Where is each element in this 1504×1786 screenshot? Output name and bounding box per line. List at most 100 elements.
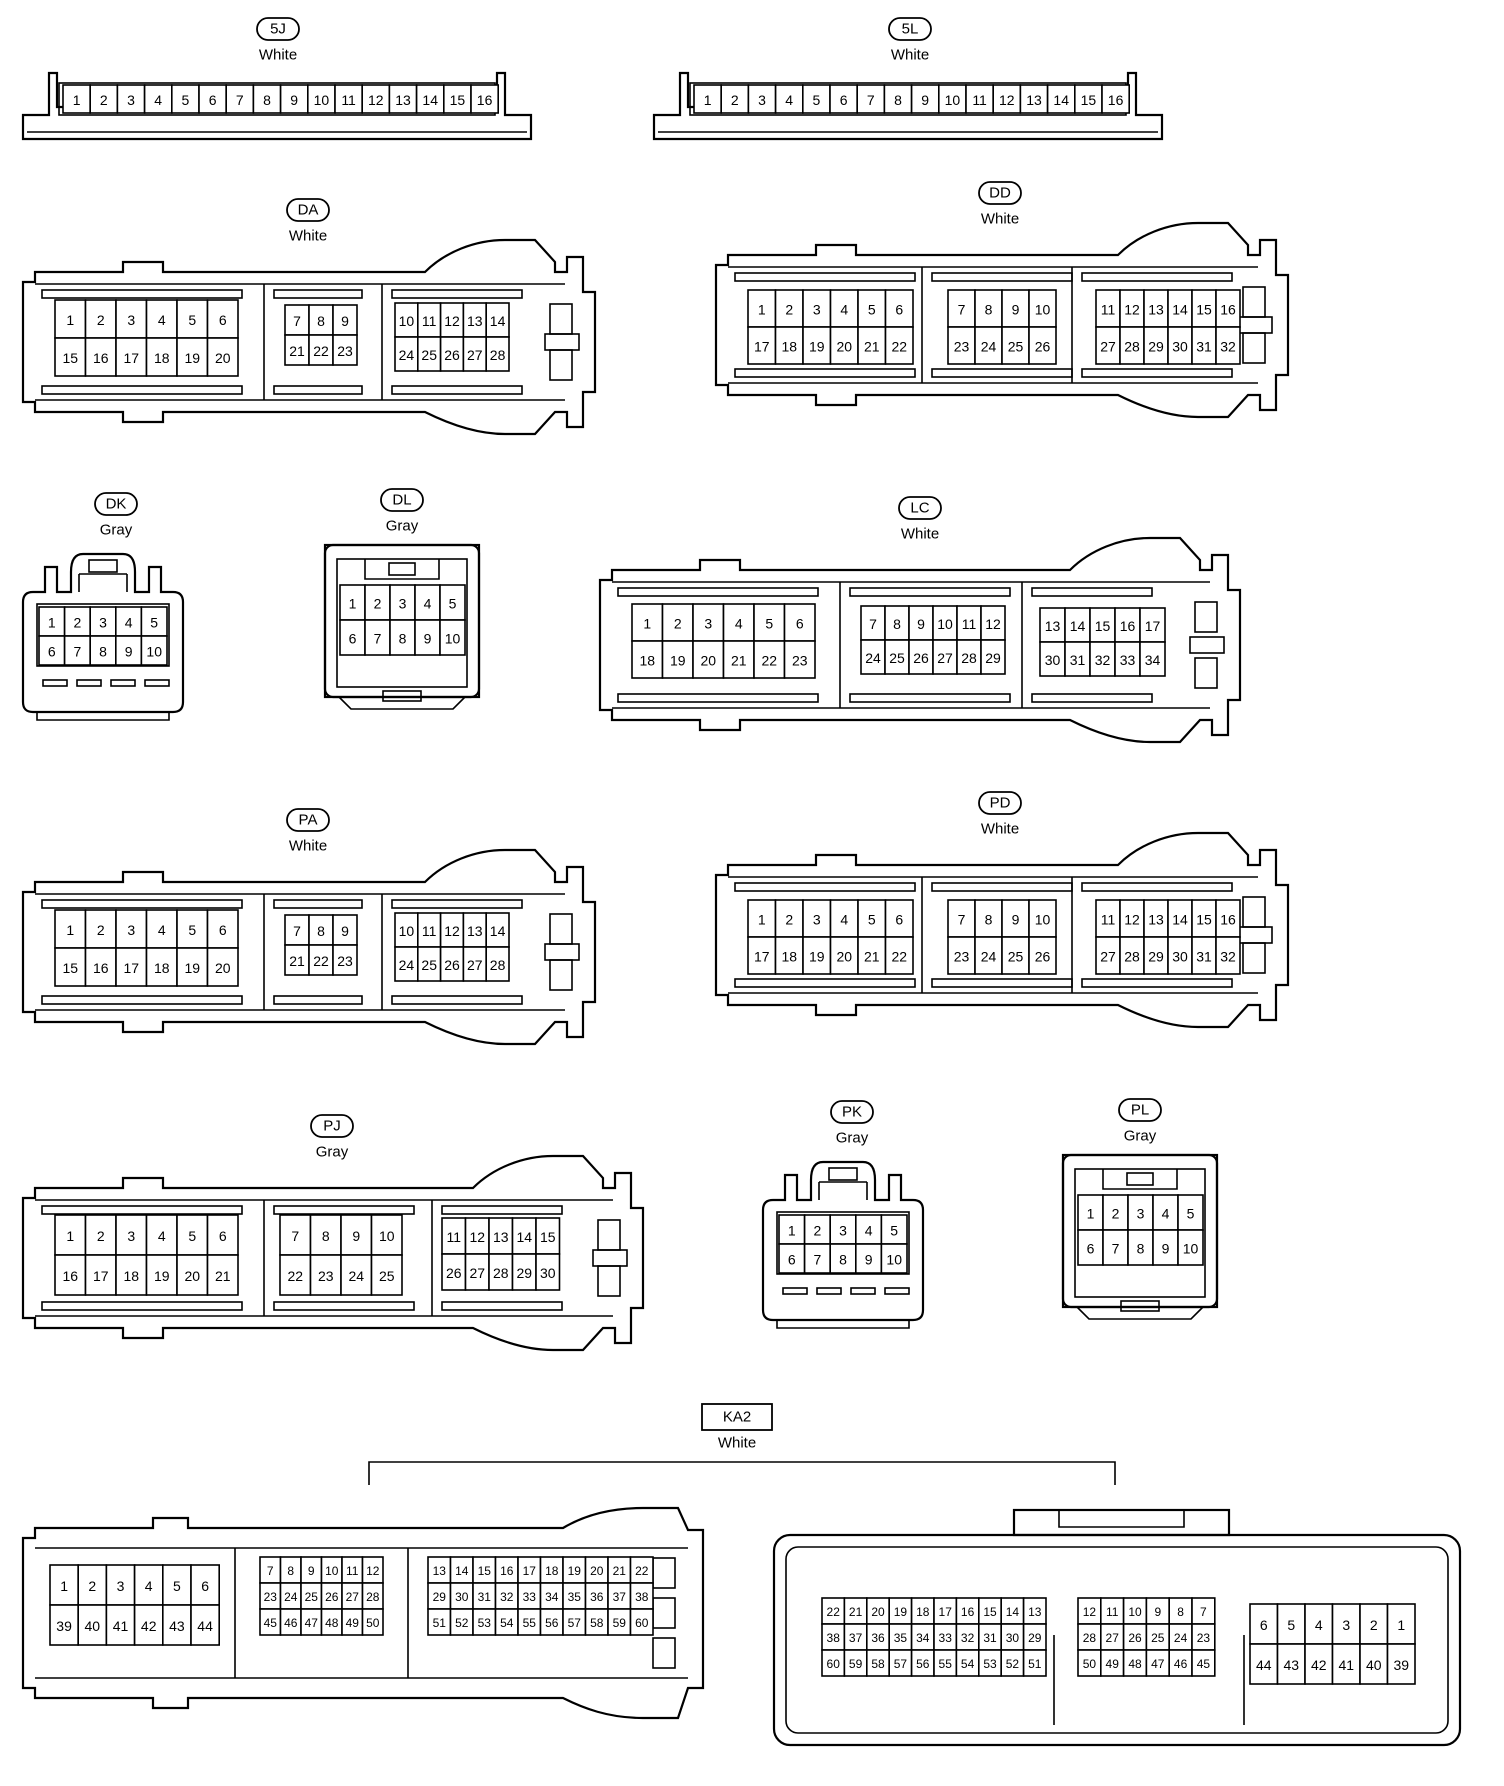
pin-number: 11 bbox=[446, 1229, 461, 1245]
pin-number: 6 bbox=[895, 912, 903, 928]
connector-id-badge bbox=[830, 1100, 874, 1124]
pin-number: 32 bbox=[500, 1590, 514, 1604]
pin-cell bbox=[1001, 289, 1030, 328]
pin-number: 55 bbox=[939, 1657, 953, 1671]
pin-number: 27 bbox=[1100, 339, 1116, 355]
housing-outline bbox=[761, 1160, 925, 1322]
connector-id-badge bbox=[1118, 1098, 1162, 1122]
pin-number: 10 bbox=[314, 92, 330, 108]
pin-number: 6 bbox=[796, 616, 804, 632]
bottom-rail bbox=[931, 978, 1073, 988]
pin-cell bbox=[629, 1608, 654, 1636]
pin-cell bbox=[1304, 1603, 1334, 1645]
pin-cell bbox=[1143, 289, 1169, 328]
pin-number: 1 bbox=[66, 1228, 74, 1244]
pin-cell bbox=[84, 337, 117, 377]
pin-number: 1 bbox=[758, 302, 766, 318]
pin-number: 1 bbox=[48, 615, 56, 631]
pin-cell bbox=[370, 1214, 403, 1256]
pin-cell bbox=[140, 606, 168, 637]
pin-number: 23 bbox=[318, 1268, 334, 1284]
pin-number: 24 bbox=[1174, 1631, 1188, 1645]
pin-number: 23 bbox=[337, 953, 353, 969]
top-rail bbox=[273, 289, 363, 299]
keyway bbox=[144, 679, 170, 687]
pin-number: 29 bbox=[433, 1590, 447, 1604]
pin-number: 12 bbox=[1124, 912, 1140, 928]
housing-outline bbox=[652, 71, 1164, 141]
latch-slot bbox=[1242, 332, 1266, 364]
latch-slot bbox=[597, 1219, 621, 1251]
pin-number: 3 bbox=[758, 92, 766, 108]
pin-number: 17 bbox=[1145, 618, 1161, 634]
pin-cell bbox=[1304, 1643, 1334, 1685]
pin-number: 9 bbox=[1162, 1241, 1170, 1257]
pin-number: 35 bbox=[894, 1631, 908, 1645]
inner-rail bbox=[35, 893, 565, 1011]
latch-slot bbox=[544, 943, 580, 961]
base-lip bbox=[338, 696, 466, 710]
pin-number: 18 bbox=[123, 1268, 139, 1284]
pin-cell bbox=[884, 326, 914, 365]
pin-cell bbox=[829, 899, 859, 938]
pin-number: 54 bbox=[500, 1616, 514, 1630]
pin-number: 18 bbox=[639, 653, 655, 669]
pin-number: 25 bbox=[1008, 949, 1024, 965]
pin-cell bbox=[145, 1214, 178, 1256]
pin-number: 11 bbox=[422, 313, 437, 329]
pin-number: 28 bbox=[961, 650, 977, 666]
pin-number: 14 bbox=[1053, 92, 1069, 108]
bottom-rail bbox=[391, 385, 523, 395]
pin-number: 12 bbox=[999, 92, 1015, 108]
pin-number: 7 bbox=[374, 631, 382, 647]
pin-number: 1 bbox=[643, 616, 651, 632]
pin-number: 3 bbox=[117, 1578, 125, 1594]
pin-number: 1 bbox=[788, 1223, 796, 1239]
top-tab bbox=[1012, 1508, 1231, 1537]
block-divider bbox=[1053, 1635, 1245, 1725]
pin-number: 4 bbox=[1315, 1617, 1323, 1633]
pin-number: 37 bbox=[613, 1590, 627, 1604]
pin-number: 21 bbox=[289, 953, 305, 969]
keyway bbox=[884, 1287, 910, 1295]
connector-id-badge bbox=[380, 488, 424, 512]
lock-tab bbox=[828, 1167, 858, 1181]
pin-number: 25 bbox=[1151, 1631, 1165, 1645]
pin-number: 5 bbox=[150, 615, 158, 631]
bottom-key bbox=[382, 690, 422, 702]
housing-outline bbox=[21, 71, 533, 141]
pin-number: 32 bbox=[961, 1631, 975, 1645]
pin-cell bbox=[1114, 607, 1141, 643]
pin-cell bbox=[1019, 84, 1049, 114]
pin-number: 2 bbox=[74, 615, 82, 631]
pin-cell bbox=[1276, 1643, 1306, 1685]
pin-number: 12 bbox=[1124, 302, 1140, 318]
latch-slot bbox=[652, 1637, 676, 1669]
connector-id-badge bbox=[701, 1403, 773, 1431]
pin-cell bbox=[1359, 1643, 1389, 1685]
pin-number: 22 bbox=[761, 653, 777, 669]
bottom-rail bbox=[391, 995, 523, 1005]
latch-slot bbox=[1194, 601, 1218, 633]
pin-number: 5 bbox=[890, 1223, 898, 1239]
pin-number: 16 bbox=[1108, 92, 1124, 108]
bottom-rail bbox=[273, 995, 363, 1005]
pin-cell bbox=[370, 1254, 403, 1296]
pin-cell bbox=[1039, 641, 1066, 677]
top-rail bbox=[273, 1205, 415, 1215]
pin-cell bbox=[49, 1604, 80, 1646]
pin-cell bbox=[747, 899, 777, 938]
pin-number: 26 bbox=[446, 1265, 462, 1281]
pin-number: 40 bbox=[85, 1618, 101, 1634]
pin-number: 9 bbox=[308, 1564, 315, 1578]
pin-cell bbox=[857, 326, 887, 365]
pin-number: 44 bbox=[197, 1618, 213, 1634]
pin-cell bbox=[485, 946, 510, 982]
pin-number: 35 bbox=[568, 1590, 582, 1604]
inner-wall bbox=[336, 558, 468, 688]
pin-number: 9 bbox=[921, 92, 929, 108]
latch-slot bbox=[1189, 636, 1225, 654]
pin-number: 8 bbox=[839, 1252, 847, 1268]
pin-cell bbox=[857, 289, 887, 328]
